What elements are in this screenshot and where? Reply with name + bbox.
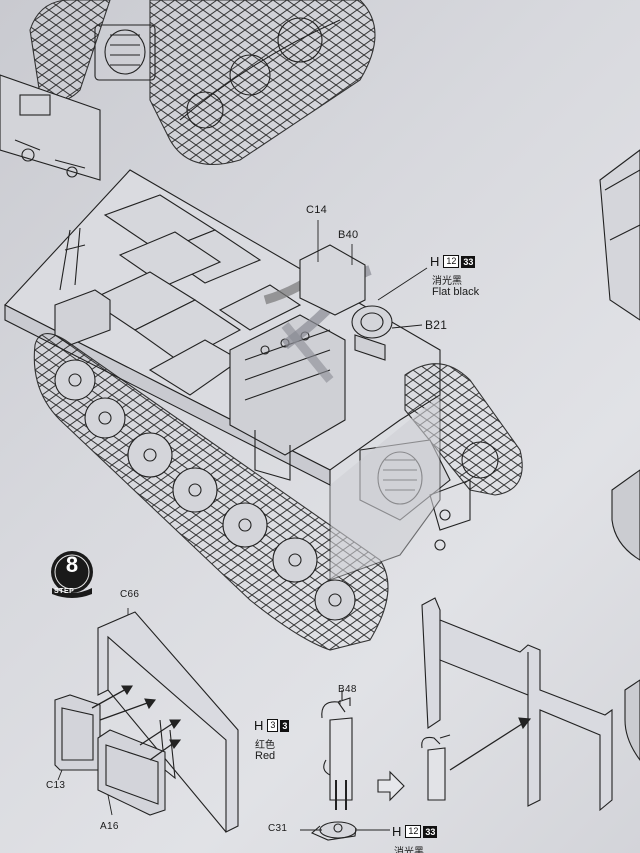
step-badge: 8 STEP — [46, 548, 98, 600]
paint-code-box: 3 — [267, 719, 279, 732]
paint-english-red: Red — [255, 750, 276, 762]
paint-letter: H — [254, 718, 264, 733]
part-label-c66: C66 — [120, 589, 140, 600]
paint-chinese-red: 红色 — [255, 740, 275, 751]
top-vehicle-drawing — [0, 0, 376, 181]
paint-number-box: 33 — [461, 255, 476, 268]
paint-number-box: 33 — [423, 825, 438, 838]
leader-lines-step — [57, 608, 390, 831]
right-edge-drawing — [599, 149, 640, 761]
step-assembly-drawing — [54, 597, 613, 841]
paint-letter: H — [392, 824, 402, 839]
part-label-c31: C31 — [268, 823, 288, 834]
part-label-b40: B40 — [338, 229, 359, 241]
main-vehicle-drawing — [4, 169, 523, 651]
paint-code-flat-black-bottom: H 12 33 — [392, 824, 438, 839]
step-number: 8 — [65, 552, 79, 577]
paint-code-box: 12 — [443, 255, 460, 268]
part-label-a16: A16 — [100, 821, 119, 832]
step-label: STEP — [54, 588, 75, 595]
paint-code-flat-black: H 12 33 — [430, 254, 476, 269]
part-label-c14: C14 — [306, 204, 328, 216]
paint-chinese-flat-black-bottom: 消光黑 — [394, 847, 424, 853]
paint-letter: H — [430, 254, 440, 269]
paint-english-flat-black: Flat black — [432, 286, 480, 298]
paint-number-box: 3 — [280, 719, 290, 732]
paint-code-red: H 3 3 — [254, 718, 290, 733]
paint-chinese-flat-black: 消光黑 — [432, 276, 462, 287]
leader-lines-main — [317, 220, 428, 329]
paint-code-box: 12 — [405, 825, 422, 838]
step-badge-icon — [51, 551, 93, 598]
part-label-b21: B21 — [425, 318, 448, 332]
part-label-b48: B48 — [338, 684, 357, 695]
part-label-c13: C13 — [46, 780, 66, 791]
